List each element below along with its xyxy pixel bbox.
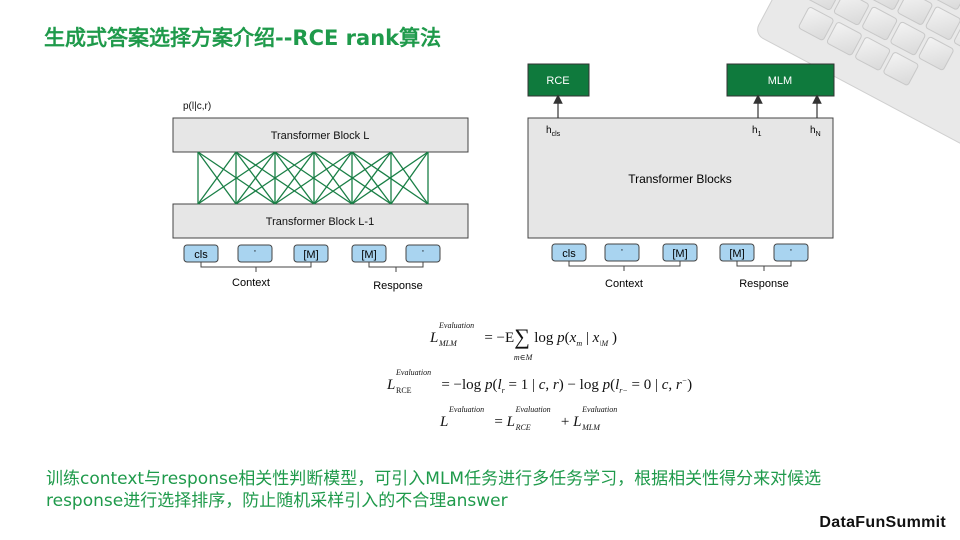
token-label: cls (194, 249, 208, 261)
token-dot (237, 244, 273, 263)
attention-edge (313, 151, 353, 205)
attention-edge (235, 151, 315, 205)
slide-title: 生成式答案选择方案介绍--RCE rank算法 (44, 26, 442, 50)
h-1-label: h1 (752, 125, 762, 138)
token-label: · (620, 244, 624, 256)
transformer-block-top-label: Transformer Block L (271, 130, 370, 142)
prob-label: p(l|c,r) (183, 101, 211, 112)
token-label: · (789, 244, 793, 256)
token-label: [M] (303, 249, 318, 261)
token-label: [M] (672, 248, 687, 260)
h-cls-label: hcls (546, 125, 561, 138)
rce-head-label: RCE (546, 75, 569, 87)
description-text: 训练context与response相关性判断模型，可引入MLM任务进行多任务学… (46, 468, 906, 512)
transformer-block-top (172, 117, 469, 153)
token-label: [M] (361, 249, 376, 261)
rce-head (527, 63, 590, 97)
description-line-2: response进行选择排序，防止随机采样引入的不合理answer (46, 491, 508, 511)
left-token-row: cls · [M] [M] · (183, 244, 441, 263)
transformer-blocks-label: Transformer Blocks (628, 172, 732, 186)
right-token-row: cls · [M] [M] · (551, 243, 809, 262)
attention-edge (197, 151, 276, 205)
token-label: · (421, 245, 425, 257)
response-bracket (368, 262, 424, 272)
attention-edge (313, 151, 392, 205)
context-label: Context (232, 277, 270, 289)
attention-edge (274, 151, 315, 205)
attention-edge (390, 151, 429, 205)
h-n-label: hN (810, 125, 821, 138)
transformer-block-bottom-label: Transformer Block L-1 (266, 216, 374, 228)
mlm-head-label: MLM (768, 75, 792, 87)
attention-edge (235, 151, 276, 205)
description-line-1: 训练context与response相关性判断模型，可引入MLM任务进行多任务学… (46, 469, 822, 489)
token-dot (604, 243, 640, 262)
token-label: · (253, 245, 257, 257)
attention-connections (197, 151, 429, 205)
keyboard-image (757, 0, 960, 150)
response-label: Response (739, 278, 789, 290)
context-label: Context (605, 278, 643, 290)
response-bracket (736, 261, 792, 271)
token-label: [M] (729, 248, 744, 260)
context-bracket (200, 262, 312, 272)
attention-edge (197, 151, 237, 205)
attention-edge (274, 151, 353, 205)
token-label: cls (562, 248, 576, 260)
transformer-block-bottom (172, 203, 469, 239)
brand-logo: DataFunSummit (819, 514, 946, 531)
response-label: Response (373, 280, 423, 292)
mlm-head (726, 63, 835, 97)
attention-edge (351, 151, 429, 205)
transformer-blocks (527, 117, 834, 239)
context-bracket (568, 261, 681, 271)
attention-edge (351, 151, 392, 205)
